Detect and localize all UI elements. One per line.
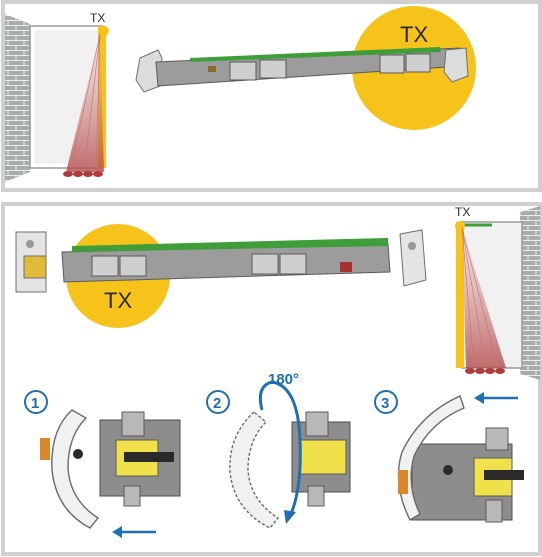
wall-right xyxy=(520,206,540,380)
connector xyxy=(340,262,352,272)
end-cap-right xyxy=(443,47,469,83)
end-cap-profile xyxy=(51,409,100,529)
lens-module xyxy=(251,253,279,275)
circuit-board xyxy=(72,238,388,252)
floor-spot xyxy=(485,368,495,374)
step-2: 2 180° xyxy=(206,371,351,529)
end-cap-profile xyxy=(229,411,280,529)
door-frame-highlight xyxy=(98,26,106,168)
slide-arrow-head xyxy=(474,392,484,404)
step-badge xyxy=(24,390,48,414)
circuit-board xyxy=(190,47,441,62)
bottom-panel: TX TX xyxy=(1,202,542,556)
step-3: 3 xyxy=(374,390,524,523)
orange-seal xyxy=(398,470,408,494)
floor-spot xyxy=(495,368,505,374)
lens-module xyxy=(405,53,431,73)
lens-module xyxy=(259,59,287,79)
sensor-assembly-top xyxy=(135,47,469,93)
step-badge xyxy=(374,390,398,414)
step-number: 2 xyxy=(213,395,221,412)
top-panel: TX TX xyxy=(1,0,542,192)
lens-module xyxy=(279,253,307,275)
screw-shaft xyxy=(485,499,503,523)
door-frame-highlight xyxy=(456,222,464,368)
beam-line xyxy=(95,33,101,173)
floor-spot xyxy=(63,171,73,177)
tx-label-small: TX xyxy=(455,205,470,219)
floor-spot xyxy=(83,171,93,177)
beam-line xyxy=(461,227,475,369)
rotation-arrow xyxy=(258,380,302,517)
wall-left xyxy=(5,14,30,182)
tx-label-small: TX xyxy=(90,11,105,25)
tx-sensor-marker xyxy=(455,221,465,231)
lens-module xyxy=(379,54,405,74)
slide-arrow-head xyxy=(112,526,122,538)
step-number: 1 xyxy=(31,395,39,412)
screw-head xyxy=(121,411,145,437)
floor-spot xyxy=(93,171,103,177)
floor-spot xyxy=(475,368,485,374)
sensor-assembly-bottom xyxy=(61,238,391,283)
beam-line xyxy=(461,227,487,369)
screw-head xyxy=(305,411,329,437)
pivot-hole xyxy=(73,449,83,459)
orange-seal xyxy=(40,438,50,460)
screw-head xyxy=(485,427,509,451)
beam-line xyxy=(83,33,101,173)
step-1: 1 xyxy=(24,390,181,538)
lens-module xyxy=(119,255,147,277)
lens-module xyxy=(91,255,119,277)
tx-label-large: TX xyxy=(400,22,428,47)
screw-shaft xyxy=(307,485,325,507)
rotation-arrow-head xyxy=(284,510,296,524)
beam-line xyxy=(461,227,499,369)
floor-spot xyxy=(465,368,475,374)
tx-sensor-marker xyxy=(99,26,109,36)
beam-line xyxy=(69,33,101,173)
lens-module xyxy=(229,61,257,81)
bracket-left xyxy=(15,231,47,293)
tx-label-large: TX xyxy=(104,288,132,313)
floor-spot xyxy=(73,171,83,177)
connector xyxy=(208,66,216,72)
clip-slot xyxy=(124,452,174,462)
detection-beam xyxy=(462,228,506,368)
step-badge xyxy=(206,390,230,414)
screw-shaft xyxy=(123,485,141,507)
step-number: 3 xyxy=(381,395,389,412)
pivot-hole xyxy=(443,465,453,475)
clip-slot xyxy=(484,470,524,480)
bracket-right xyxy=(399,229,427,287)
end-cap-profile xyxy=(397,395,465,521)
mounting-clip xyxy=(299,439,347,475)
